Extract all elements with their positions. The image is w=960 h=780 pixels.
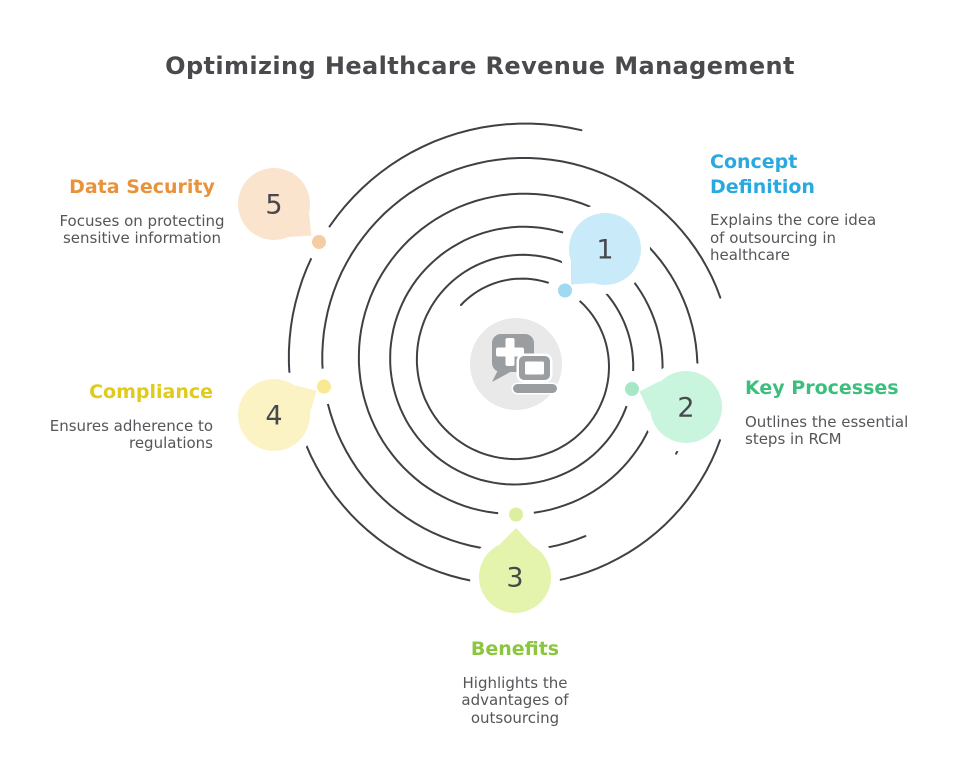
step-number: 1 <box>596 235 613 266</box>
bubble-circle <box>238 168 310 240</box>
spiral-path <box>287 122 722 586</box>
item-description: Focuses on protecting sensitive informat… <box>59 211 225 248</box>
step-bubble-5: 5 <box>238 168 312 240</box>
label-key-processes: Key Processes Outlines the essential ste… <box>745 376 960 449</box>
bubble-tail <box>639 381 660 412</box>
label-data-security: Data Security Focuses on protecting sens… <box>42 175 242 248</box>
step-number: 5 <box>265 190 282 221</box>
connector-dot-2 <box>625 382 639 396</box>
center-badge <box>470 318 562 410</box>
label-benefits: Benefits Highlights the advantages of ou… <box>405 637 625 727</box>
step-number: 2 <box>677 393 694 424</box>
item-heading: Benefits <box>470 638 560 660</box>
label-concept-definition: Concept Definition Explains the core ide… <box>710 150 935 265</box>
step-bubble-4: 4 <box>238 379 317 451</box>
item-heading: Key Processes <box>745 377 899 399</box>
diagram-title: Optimizing Healthcare Revenue Management <box>165 52 795 80</box>
item-description: Ensures adherence to regulations <box>49 416 213 453</box>
item-description: Explains the core idea of outsourcing in… <box>710 211 877 265</box>
connector-dot-5 <box>312 235 326 249</box>
bubble-tail <box>500 528 532 545</box>
bubble-circle <box>238 379 310 451</box>
connector-dots <box>312 235 639 522</box>
step-bubble-3: 3 <box>479 528 551 613</box>
step-bubble-1: 1 <box>569 213 641 285</box>
item-description: Highlights the advantages of outsourcing <box>461 673 569 727</box>
bubble-circle <box>479 541 551 613</box>
item-heading: Compliance <box>89 381 213 403</box>
bubble-circle <box>650 371 722 443</box>
item-description: Outlines the essential steps in RCM <box>745 412 909 449</box>
medical-chat-laptop-icon <box>492 334 559 395</box>
item-heading: Data Security <box>69 176 215 198</box>
connector-dot-4 <box>317 379 331 394</box>
laptop-icon <box>511 353 559 395</box>
bubble-circle <box>569 213 641 285</box>
connector-dot-3 <box>509 507 523 522</box>
label-compliance: Compliance Ensures adherence to regulati… <box>3 380 213 453</box>
item-heading: Concept Definition <box>710 151 815 198</box>
step-number: 4 <box>265 401 282 432</box>
connector-dot-1 <box>558 283 572 298</box>
step-bubble-2: 2 <box>639 371 722 443</box>
step-number: 3 <box>506 563 523 594</box>
